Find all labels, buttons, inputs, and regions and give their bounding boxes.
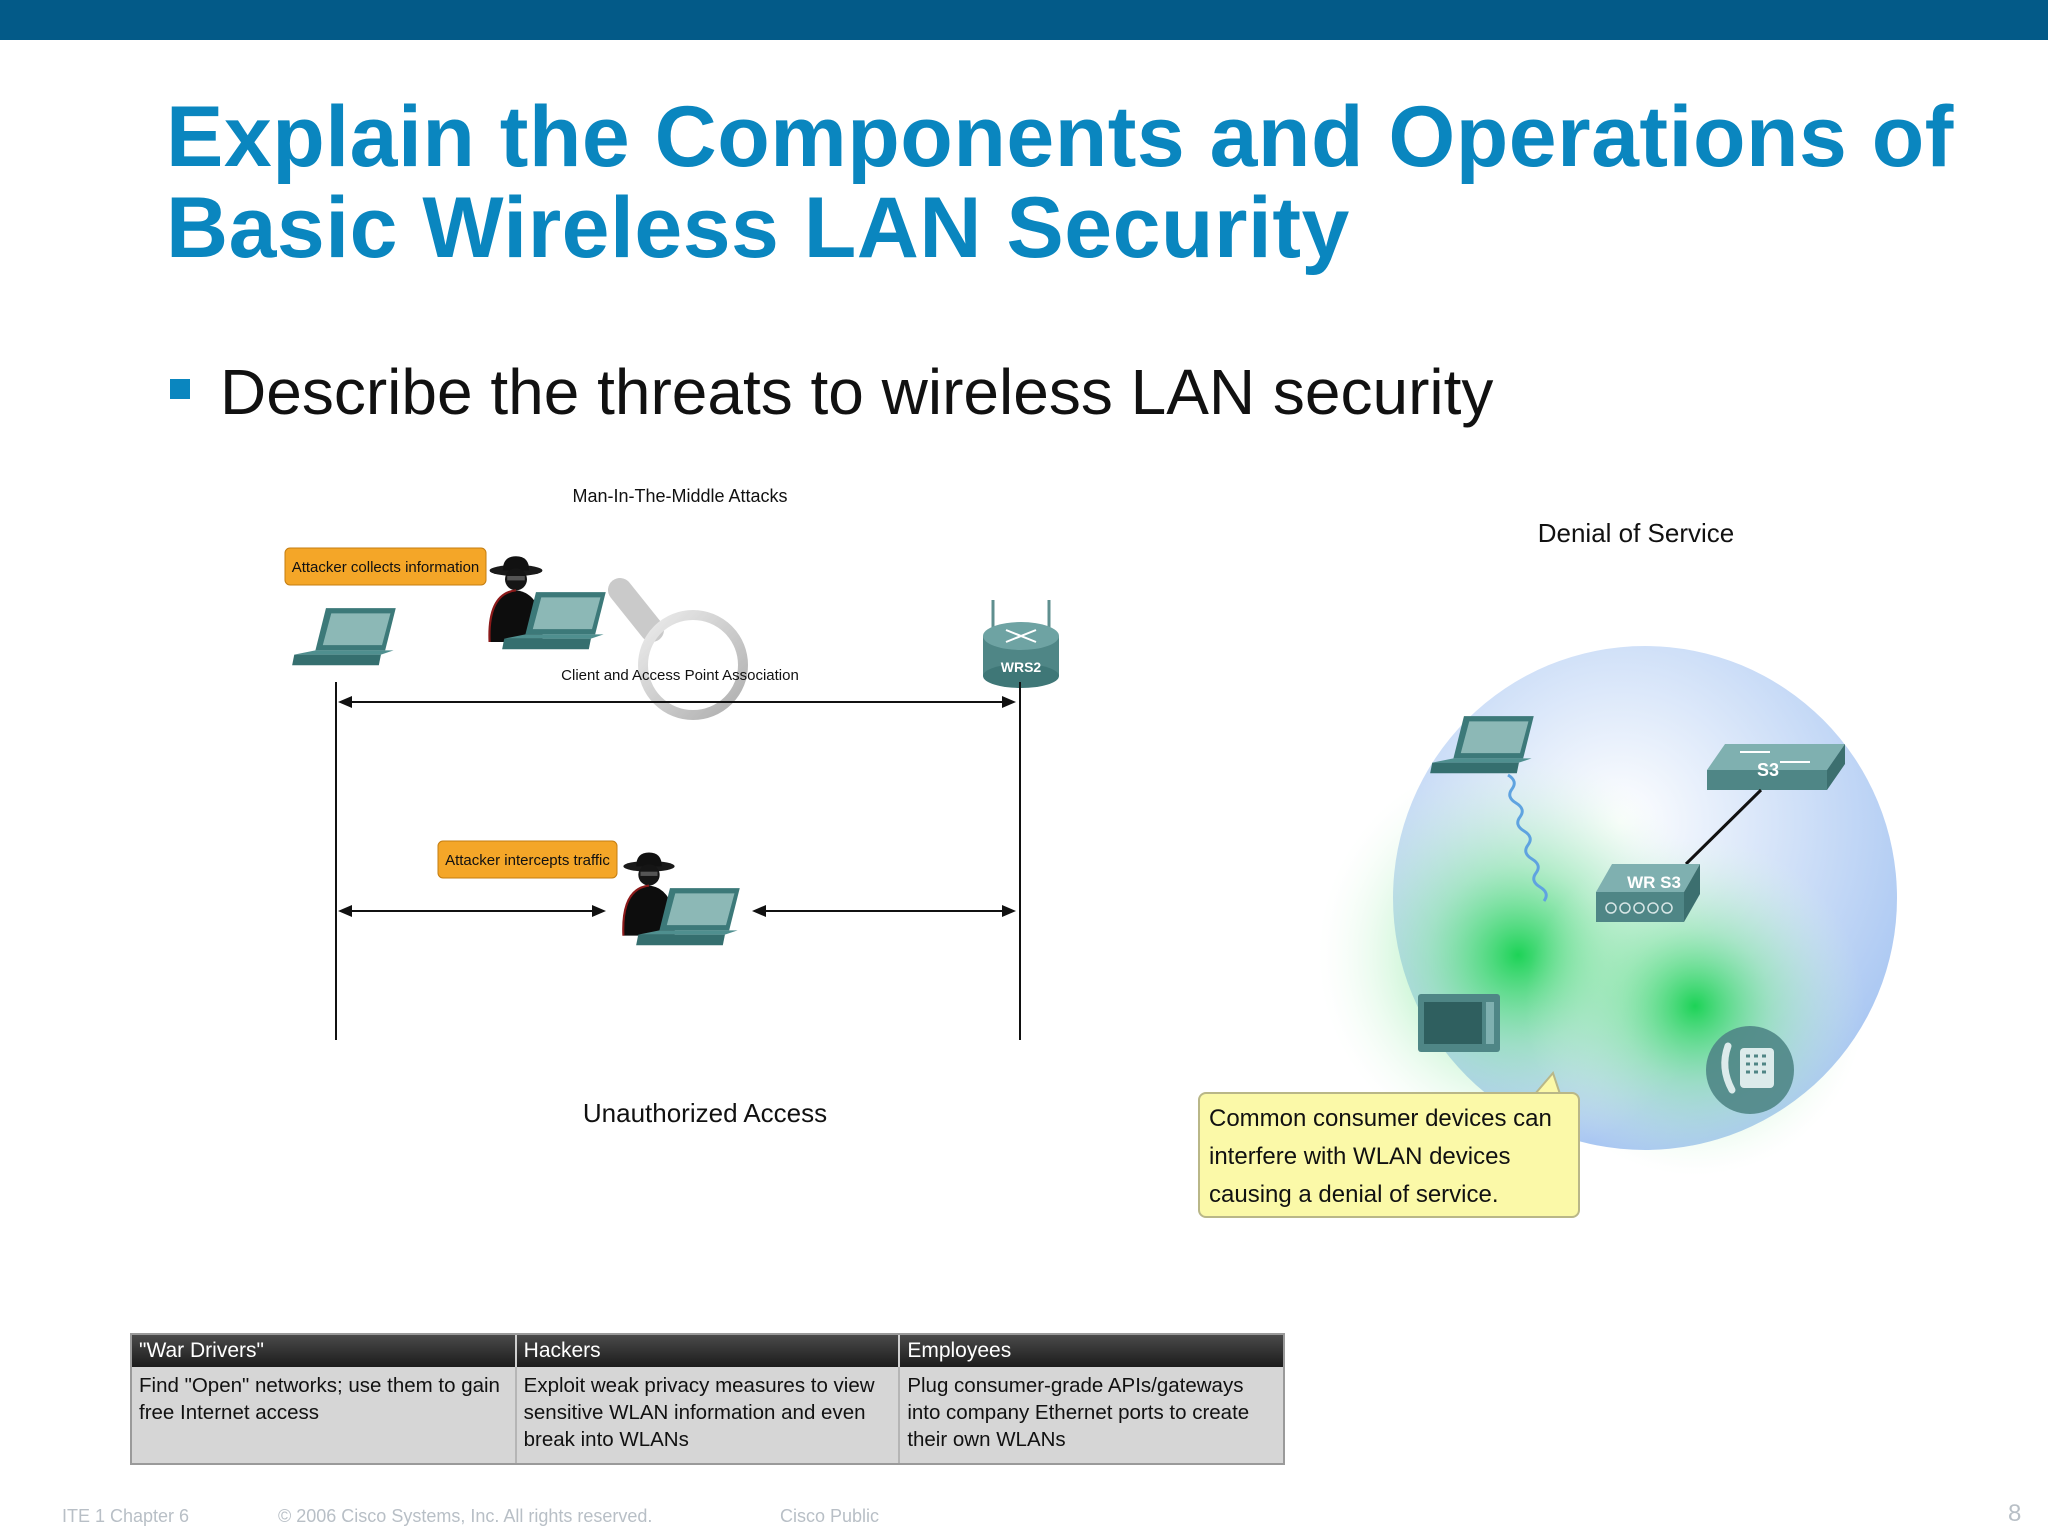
client-to-attacker-arrow [338, 905, 606, 917]
attacker-to-router-arrow [752, 905, 1016, 917]
switch-label: S3 [1757, 760, 1779, 780]
top-bar [0, 0, 2048, 40]
router-label: WRS2 [1001, 659, 1042, 675]
footer-copyright: © 2006 Cisco Systems, Inc. All rights re… [278, 1506, 653, 1526]
dos-heading: Denial of Service [1538, 518, 1735, 548]
magnifier-icon [608, 578, 748, 720]
bullet-square-icon [170, 379, 190, 399]
wireless-link [1507, 773, 1548, 902]
footer-course: ITE 1 Chapter 6 [62, 1506, 190, 1526]
association-label: Client and Access Point Association [561, 667, 799, 684]
table-header-war-drivers: "War Drivers" [132, 1335, 517, 1367]
association-arrow [338, 696, 1016, 708]
slide-title: Explain the Components and Operations of… [166, 89, 1954, 276]
dos-callout: Common consumer devices can interfere wi… [1198, 1092, 1580, 1218]
attacker-collects-label: Attacker collects information [284, 547, 487, 586]
router-icon: WRS2 [983, 600, 1059, 688]
wireless-router-label: WR S3 [1627, 873, 1681, 892]
svg-text:Attacker collects information: Attacker collects information [292, 559, 480, 576]
switch-icon: S3 [1707, 744, 1845, 790]
threat-actors-table: "War Drivers" Hackers Employees Find "Op… [130, 1333, 1285, 1465]
attacker-intercepts-label: Attacker intercepts traffic [437, 840, 618, 879]
svg-text:Attacker intercepts traffic: Attacker intercepts traffic [445, 852, 610, 869]
client-laptop-icon [292, 608, 396, 666]
table-header-hackers: Hackers [515, 1335, 901, 1367]
footer-classification: Cisco Public [780, 1506, 880, 1526]
switch-link [1684, 788, 1763, 866]
cordless-phone-icon [1706, 1026, 1794, 1114]
table-header-employees: Employees [899, 1335, 1283, 1367]
page-number: 8 [2008, 1500, 2022, 1527]
table-cell-war-drivers: Find "Open" networks; use them to gain f… [132, 1367, 517, 1463]
table-cell-hackers: Exploit weak privacy measures to view se… [515, 1367, 901, 1463]
mitm-heading: Man-In-The-Middle Attacks [572, 486, 787, 506]
bullet-text: Describe the threats to wireless LAN sec… [220, 356, 1494, 428]
table-cell-employees: Plug consumer-grade APIs/gateways into c… [907, 1374, 1250, 1451]
microwave-icon [1418, 994, 1500, 1052]
unauthorized-access-heading: Unauthorized Access [583, 1098, 827, 1128]
table-row: Find "Open" networks; use them to gain f… [132, 1367, 1283, 1463]
wireless-router-icon: WR S3 [1596, 864, 1700, 922]
